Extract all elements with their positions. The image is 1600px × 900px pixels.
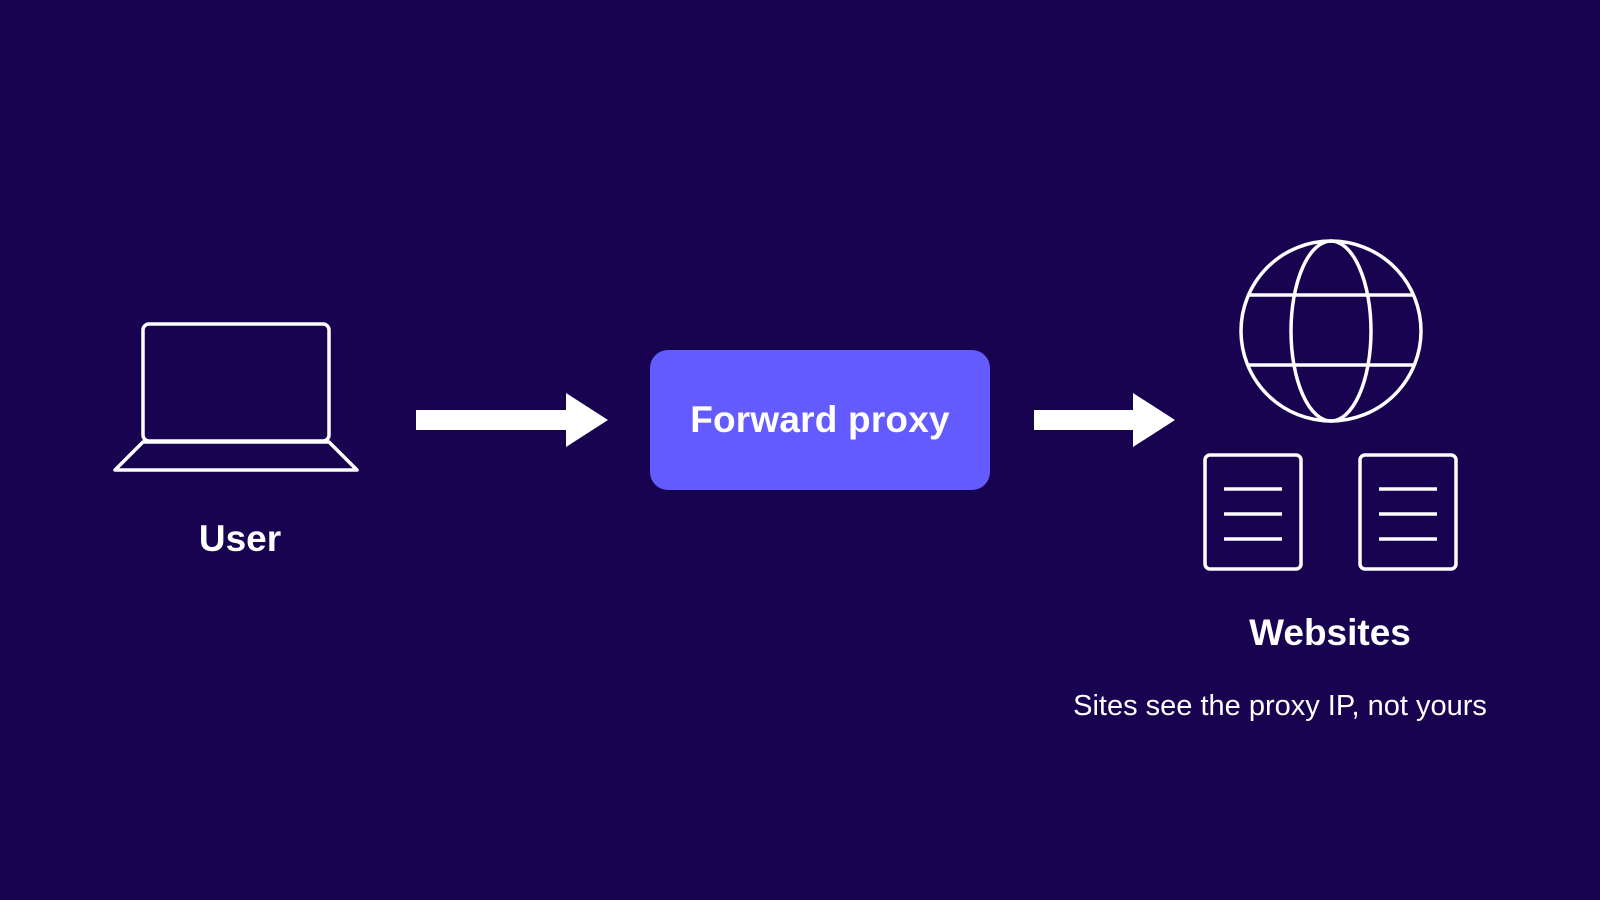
arrow-right-icon [1034,392,1176,448]
document-icon [1357,452,1459,572]
laptop-icon [112,322,360,474]
document-icon [1202,452,1304,572]
websites-caption: Sites see the proxy IP, not yours [1073,690,1487,722]
arrow-right-icon [412,392,610,448]
user-label: User [198,518,282,559]
forward-proxy-node: Forward proxy [650,350,990,490]
websites-label: Websites [1249,612,1411,653]
globe-icon [1238,238,1424,424]
forward-proxy-label: Forward proxy [690,399,950,440]
